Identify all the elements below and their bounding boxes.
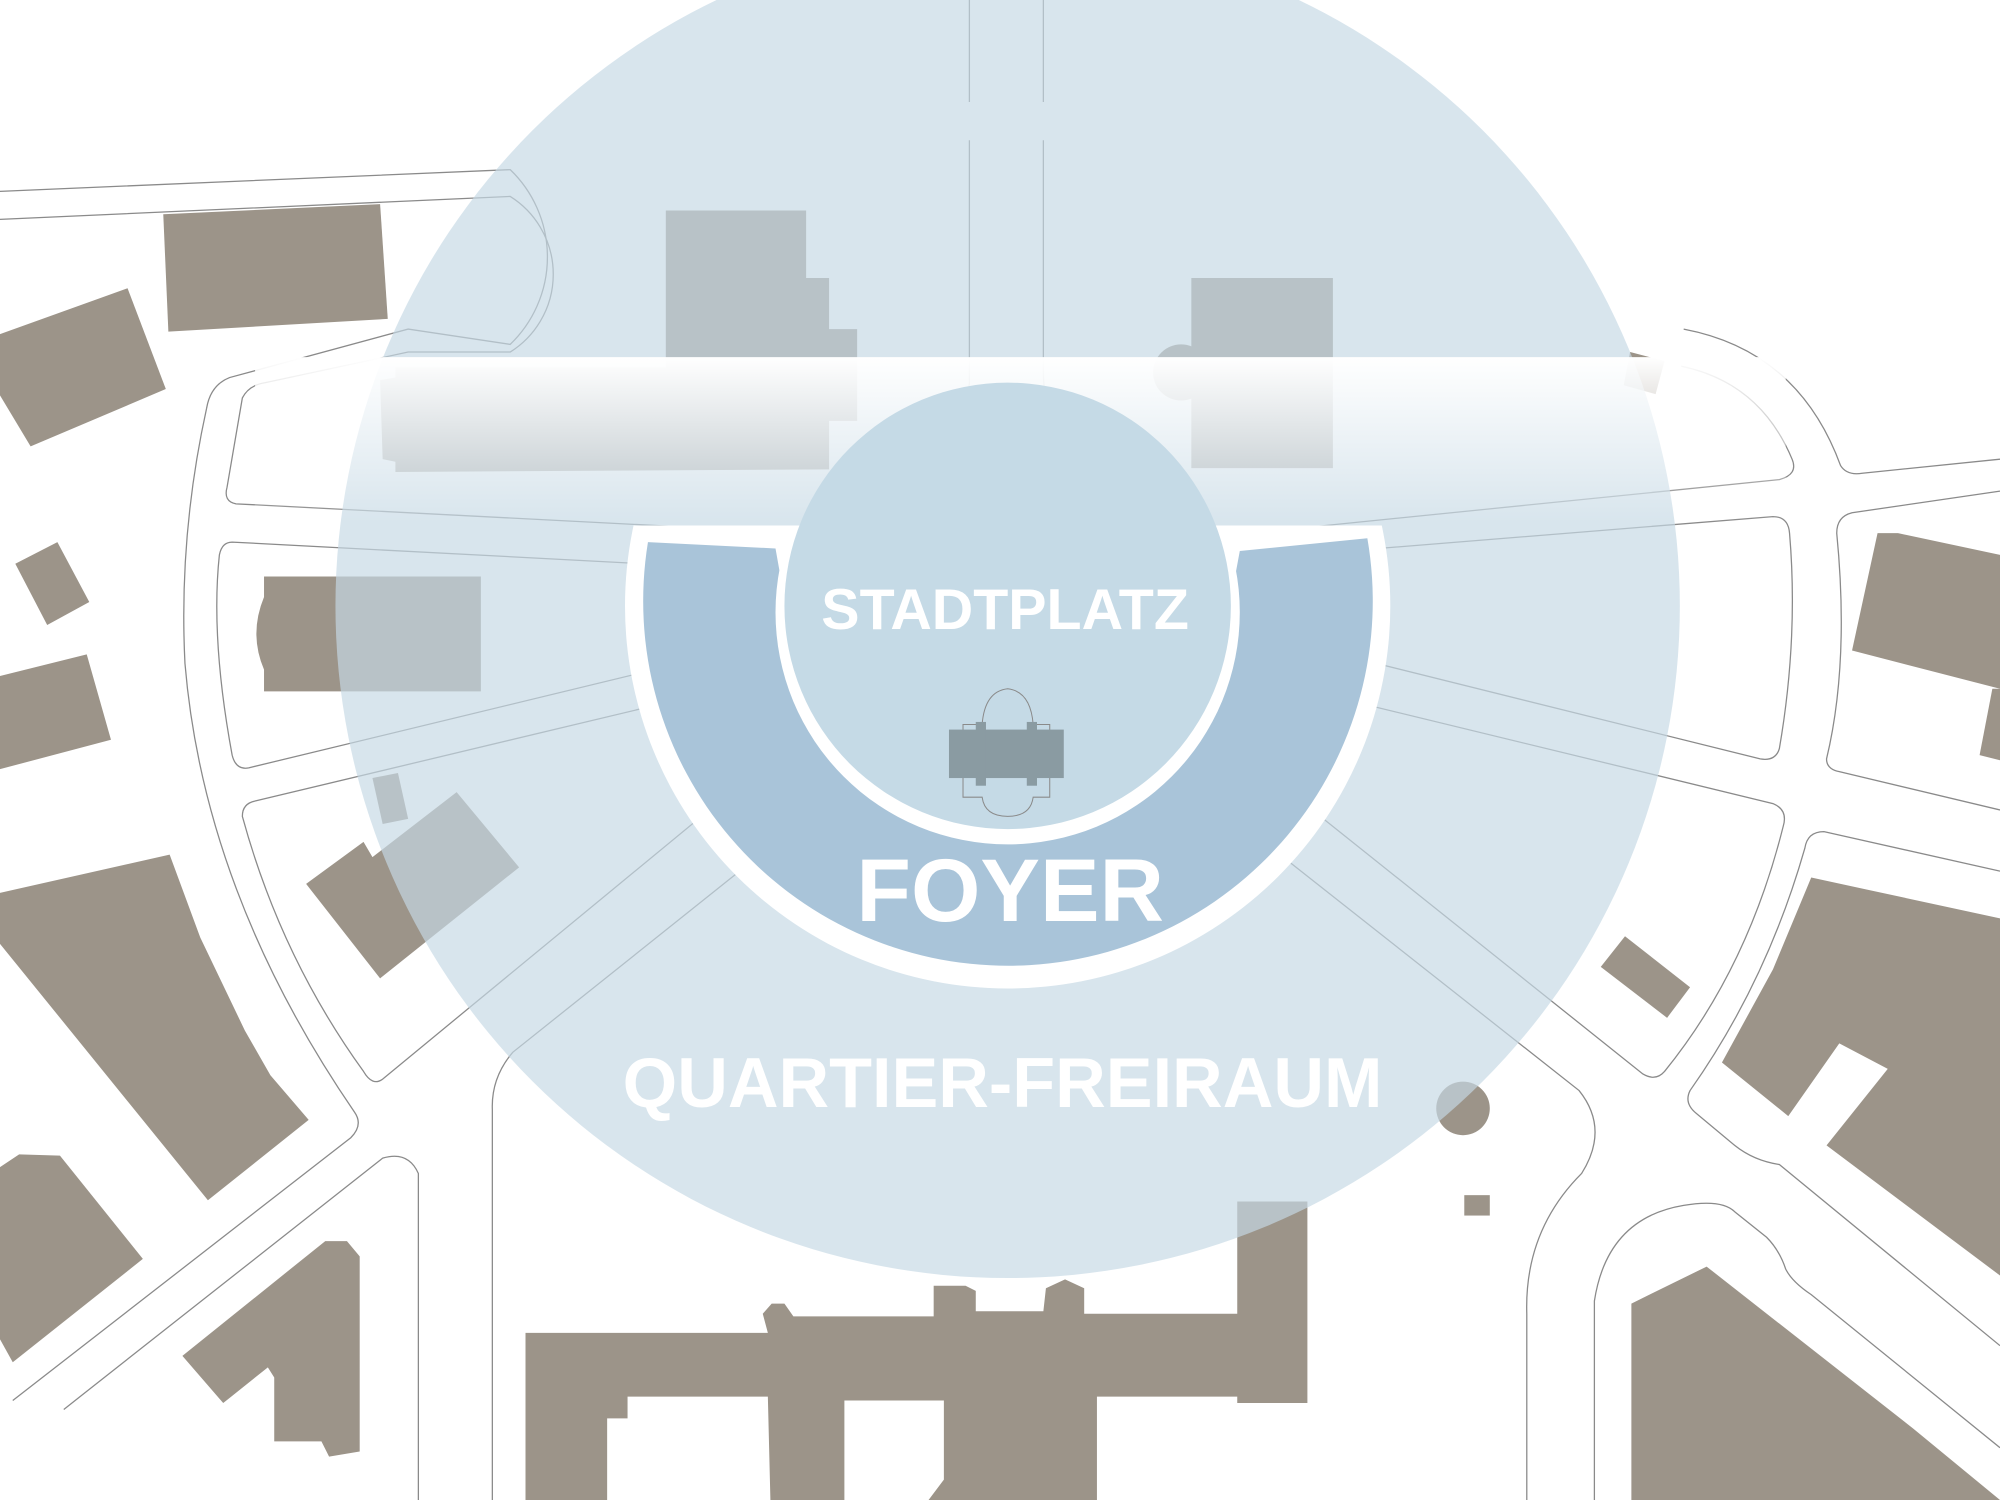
foyer-label: FOYER — [856, 840, 1164, 940]
monument-icon — [948, 688, 1064, 817]
quartier-freiraum-label: QUARTIER-FREIRAUM — [623, 1043, 1383, 1122]
stadtplatz-label: STADTPLATZ — [821, 578, 1189, 642]
stadtplatz-zone — [784, 382, 1231, 830]
